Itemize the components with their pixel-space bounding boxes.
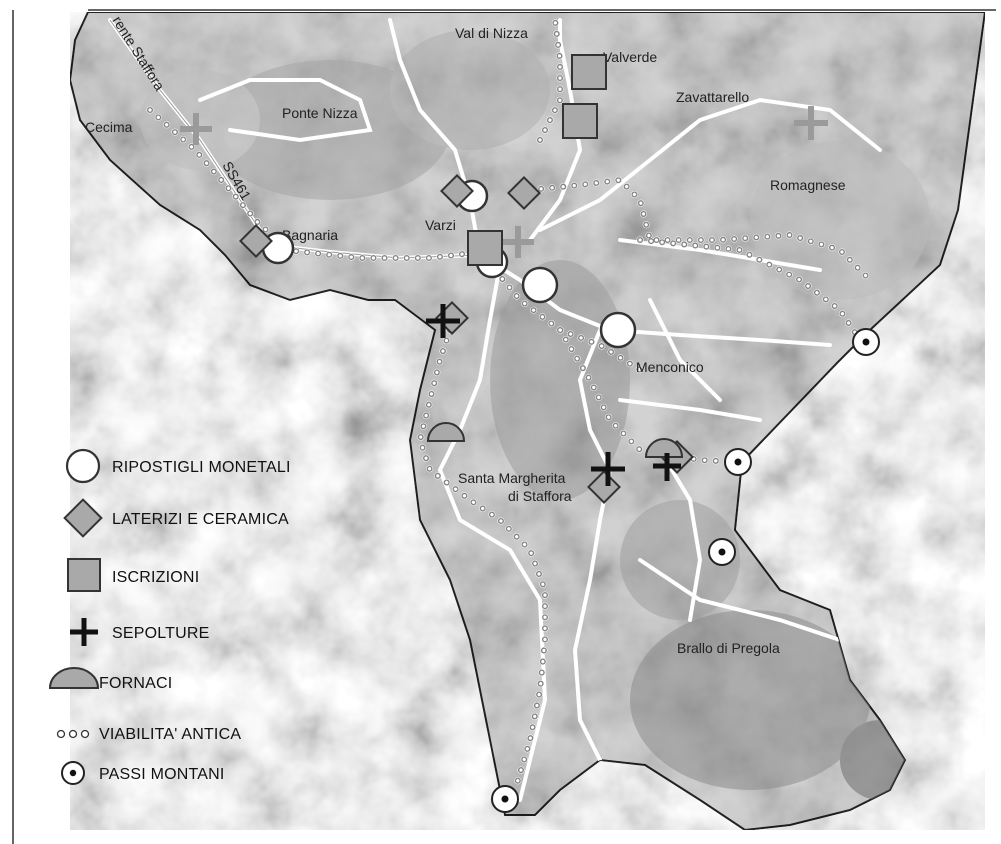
legend-item-laterizi: LATERIZI E CERAMICA xyxy=(63,498,289,538)
place-ponte-nizza: Ponte Nizza xyxy=(282,105,358,121)
legend-item-iscrizioni: ISCRIZIONI xyxy=(67,558,199,592)
legend-item-passi: PASSI MONTANI xyxy=(61,761,225,785)
place-varzi: Varzi xyxy=(425,217,456,233)
iscrizioni-square xyxy=(571,54,607,90)
place-bagnaria: Bagnaria xyxy=(282,227,338,243)
laterizi-diamond xyxy=(507,176,541,210)
legend: RIPOSTIGLI MONETALI LATERIZI E CERAMICA … xyxy=(48,448,291,785)
place-valverde: Valverde xyxy=(603,49,657,65)
laterizi-diamond xyxy=(587,470,621,504)
legend-item-ripostigli: RIPOSTIGLI MONETALI xyxy=(65,448,291,484)
fornace-semicircle xyxy=(426,422,466,442)
place-zavattarello: Zavattarello xyxy=(676,89,749,105)
ripostiglio-circle xyxy=(599,311,637,349)
place-brallo-di-pregola: Brallo di Pregola xyxy=(677,640,780,656)
legend-label-sepolture: SEPOLTURE xyxy=(112,625,210,642)
legend-label-viabilita: VIABILITA' ANTICA xyxy=(99,726,241,743)
place-di-staffora: di Staffora xyxy=(508,488,572,504)
terrain xyxy=(68,11,987,832)
passo-montano-marker xyxy=(852,328,880,356)
legend-diamond-icon xyxy=(63,498,103,538)
sepolture-cross xyxy=(426,304,460,338)
legend-item-sepolture: SEPOLTURE xyxy=(70,618,210,646)
fornace-semicircle xyxy=(644,438,684,458)
iscrizioni-square xyxy=(562,103,598,139)
legend-dots-icon xyxy=(56,729,90,739)
ripostiglio-circle xyxy=(521,266,559,304)
place-menconico: Menconico xyxy=(636,359,704,375)
relief-shading xyxy=(140,30,930,800)
laterizi-diamond xyxy=(440,174,474,208)
legend-square-icon xyxy=(67,558,101,592)
sepolture-faded-cross xyxy=(794,106,828,140)
place-romagnese: Romagnese xyxy=(770,177,846,193)
legend-circle-icon xyxy=(65,448,101,484)
sepolture-cross xyxy=(653,453,681,481)
legend-label-fornaci: FORNACI xyxy=(99,675,172,692)
legend-pass-icon xyxy=(61,761,85,785)
sepolture-cross xyxy=(591,452,625,486)
sepolture-faded-cross xyxy=(180,113,212,145)
ancient-routes-core xyxy=(148,18,872,792)
map-symbols xyxy=(180,54,880,813)
passo-montano-marker xyxy=(708,538,736,566)
legend-semicircle-icon xyxy=(48,667,100,689)
passo-montano-marker xyxy=(491,785,519,813)
sepolture-faded-cross xyxy=(502,226,534,258)
legend-label-iscrizioni: ISCRIZIONI xyxy=(112,569,199,586)
legend-item-fornaci: FORNACI xyxy=(48,667,172,692)
laterizi-diamond xyxy=(239,224,273,258)
place-santa-margherita: Santa Margherita xyxy=(458,470,566,486)
legend-item-viabilita: VIABILITA' ANTICA xyxy=(56,726,241,743)
legend-label-laterizi: LATERIZI E CERAMICA xyxy=(112,511,289,528)
passo-montano-marker xyxy=(724,448,752,476)
iscrizioni-square xyxy=(467,230,503,266)
legend-label-passi: PASSI MONTANI xyxy=(99,766,225,783)
place-cecima: Cecima xyxy=(85,119,133,135)
legend-cross-icon xyxy=(70,618,98,646)
legend-label-ripostigli: RIPOSTIGLI MONETALI xyxy=(112,459,291,476)
place-val-di-nizza: Val di Nizza xyxy=(455,25,528,41)
